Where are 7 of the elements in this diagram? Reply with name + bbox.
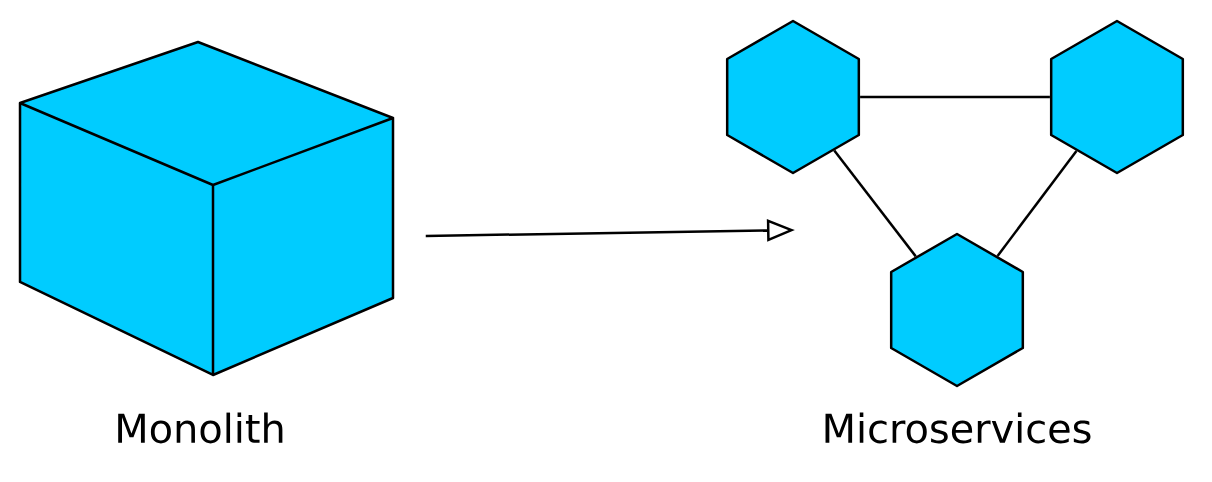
hexagon [1049, 19, 1185, 175]
connector-line [833, 149, 917, 258]
connector-line [860, 95, 1050, 99]
node-label: Monolith [118, 412, 283, 444]
hexagon [889, 232, 1025, 388]
connector-line [996, 150, 1078, 257]
hexagon [725, 19, 861, 175]
